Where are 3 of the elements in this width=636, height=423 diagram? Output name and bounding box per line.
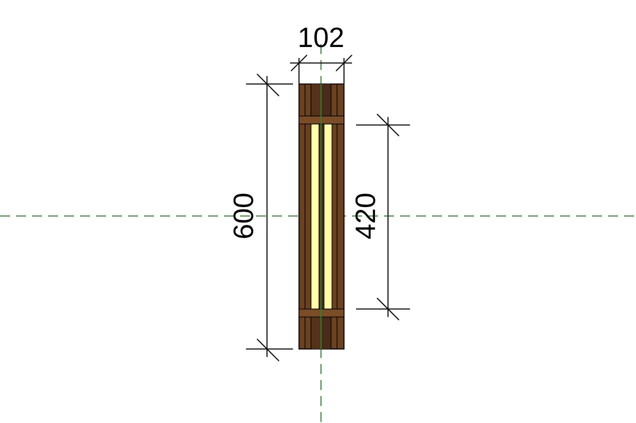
dimension-value: 420 xyxy=(352,192,380,240)
dimension-value: 600 xyxy=(230,192,258,240)
dimension-value: 102 xyxy=(298,24,344,52)
